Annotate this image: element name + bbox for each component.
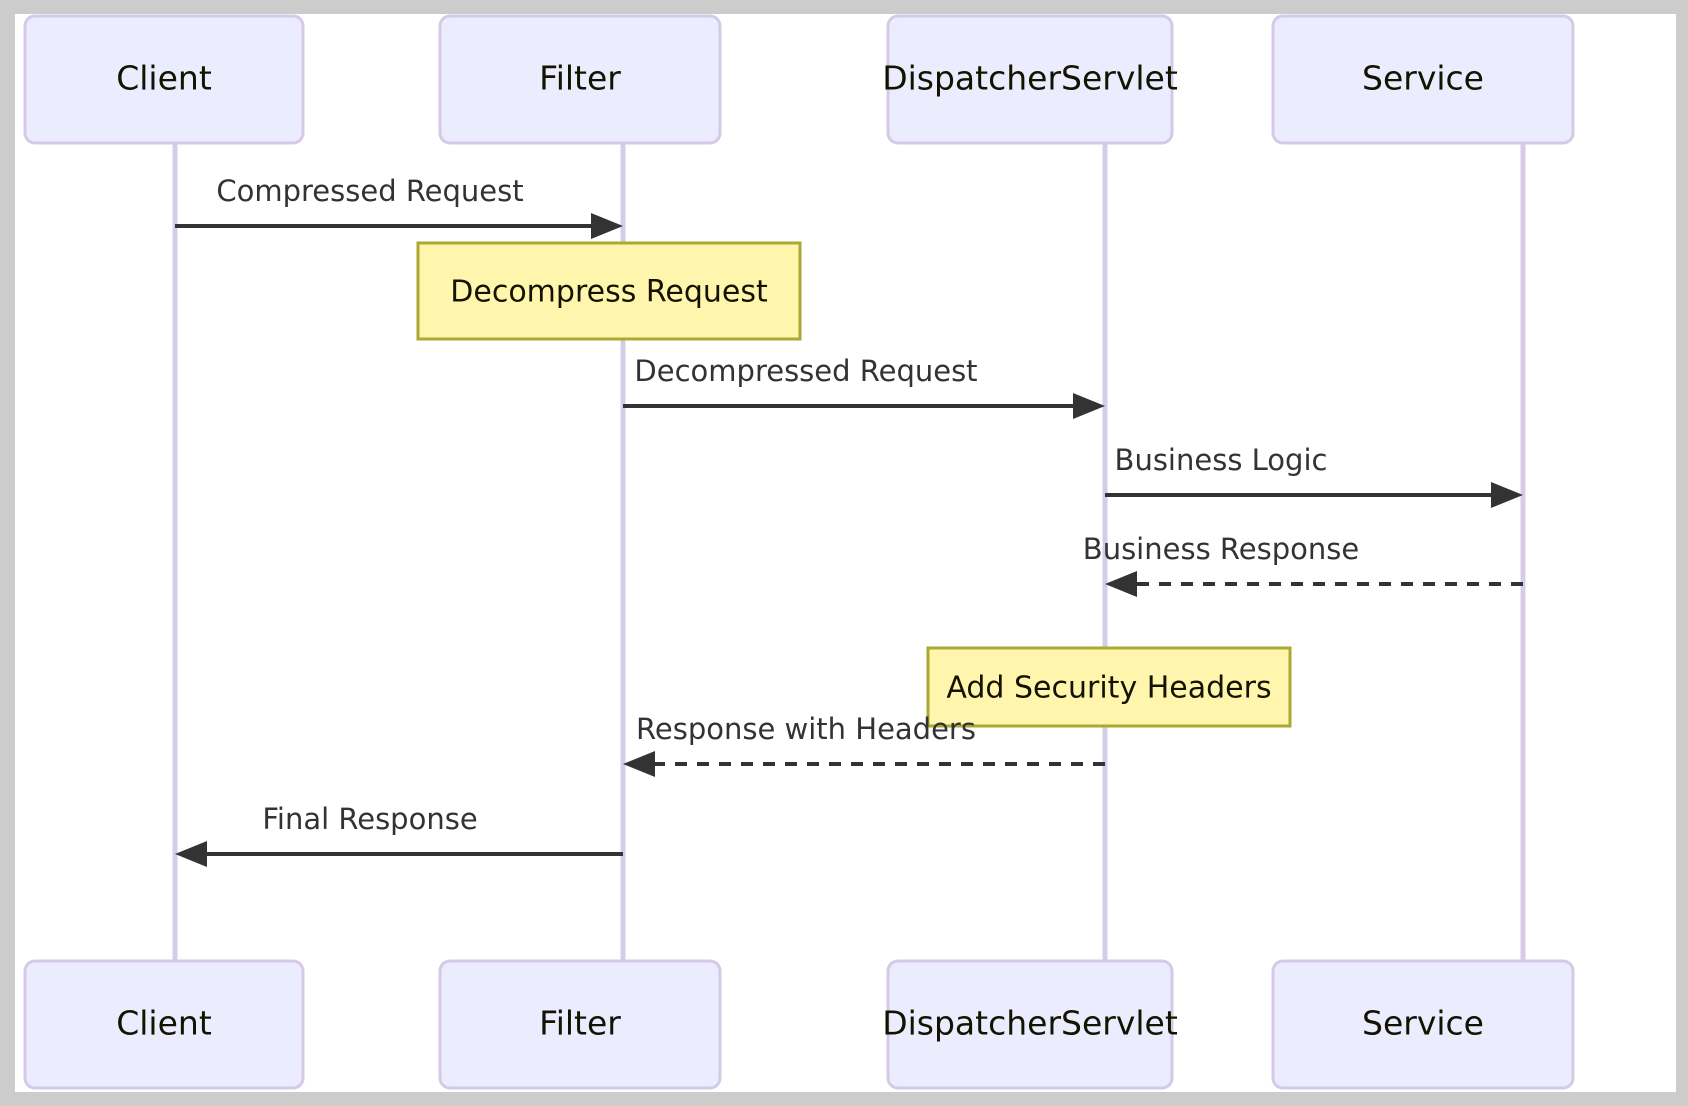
- arrow-head-left-icon: [175, 841, 207, 867]
- message-response-with-headers[interactable]: Response with Headers: [623, 712, 1105, 777]
- participant-top-dispatcher-label: DispatcherServlet: [882, 59, 1178, 98]
- participant-bottom-service-label: Service: [1362, 1004, 1484, 1043]
- participant-top-service-box[interactable]: [1271, 14, 1575, 145]
- participant-bottom-filter-label: Filter: [539, 1004, 621, 1043]
- arrow-head-left-icon: [623, 751, 655, 777]
- arrow-head-right-icon: [591, 213, 623, 239]
- participant-bottom-client-box[interactable]: [23, 959, 305, 1090]
- participant-bottom-filter-box[interactable]: [438, 959, 722, 1090]
- sequence-diagram-canvas: Client Filter DispatcherServlet Service: [15, 14, 1676, 1092]
- participant-top-client-label: Client: [116, 59, 212, 98]
- participant-bottom-dispatcher-label: DispatcherServlet: [882, 1004, 1178, 1043]
- message-decompressed-request[interactable]: Decompressed Request: [623, 354, 1105, 419]
- participant-bottom-dispatcher[interactable]: DispatcherServlet: [882, 959, 1178, 1090]
- participant-bottom-client[interactable]: Client: [23, 959, 305, 1090]
- message-response-with-headers-label: Response with Headers: [636, 712, 976, 746]
- message-compressed-request[interactable]: Compressed Request: [175, 174, 623, 239]
- participants-top: Client Filter DispatcherServlet Service: [23, 14, 1575, 145]
- participant-top-dispatcher-box[interactable]: [886, 14, 1174, 145]
- participant-top-dispatcher[interactable]: DispatcherServlet: [882, 14, 1178, 145]
- participant-top-service-label: Service: [1362, 59, 1484, 98]
- arrow-head-left-icon: [1105, 571, 1137, 597]
- participant-bottom-client-label: Client: [116, 1004, 212, 1043]
- note-add-security-headers[interactable]: Add Security Headers: [926, 646, 1292, 728]
- participant-top-filter[interactable]: Filter: [438, 14, 722, 145]
- participant-top-client-box[interactable]: [23, 14, 305, 145]
- arrow-head-right-icon: [1491, 482, 1523, 508]
- message-decompressed-request-label: Decompressed Request: [634, 354, 977, 388]
- message-compressed-request-label: Compressed Request: [216, 174, 523, 208]
- message-final-response-label: Final Response: [262, 802, 477, 836]
- participant-top-filter-box[interactable]: [438, 14, 722, 145]
- note-decompress-request-label: Decompress Request: [450, 275, 768, 310]
- participant-bottom-filter[interactable]: Filter: [438, 959, 722, 1090]
- message-business-logic-label: Business Logic: [1115, 443, 1328, 477]
- participants-bottom: Client Filter DispatcherServlet Service: [23, 959, 1575, 1090]
- participant-top-filter-label: Filter: [539, 59, 621, 98]
- message-business-response-label: Business Response: [1083, 532, 1359, 566]
- participant-top-service[interactable]: Service: [1271, 14, 1575, 145]
- message-final-response[interactable]: Final Response: [175, 802, 623, 867]
- participant-top-client[interactable]: Client: [23, 14, 305, 145]
- note-decompress-request[interactable]: Decompress Request: [416, 241, 802, 341]
- note-add-security-headers-label: Add Security Headers: [946, 671, 1271, 706]
- note-add-security-headers-box[interactable]: [926, 646, 1292, 728]
- arrow-head-right-icon: [1073, 393, 1105, 419]
- participant-bottom-dispatcher-box[interactable]: [886, 959, 1174, 1090]
- note-decompress-request-box[interactable]: [416, 241, 802, 341]
- participant-bottom-service-box[interactable]: [1271, 959, 1575, 1090]
- sequence-diagram-svg: Client Filter DispatcherServlet Service: [23, 14, 1575, 1090]
- participant-bottom-service[interactable]: Service: [1271, 959, 1575, 1090]
- message-business-logic[interactable]: Business Logic: [1105, 443, 1523, 508]
- message-business-response[interactable]: Business Response: [1083, 532, 1523, 597]
